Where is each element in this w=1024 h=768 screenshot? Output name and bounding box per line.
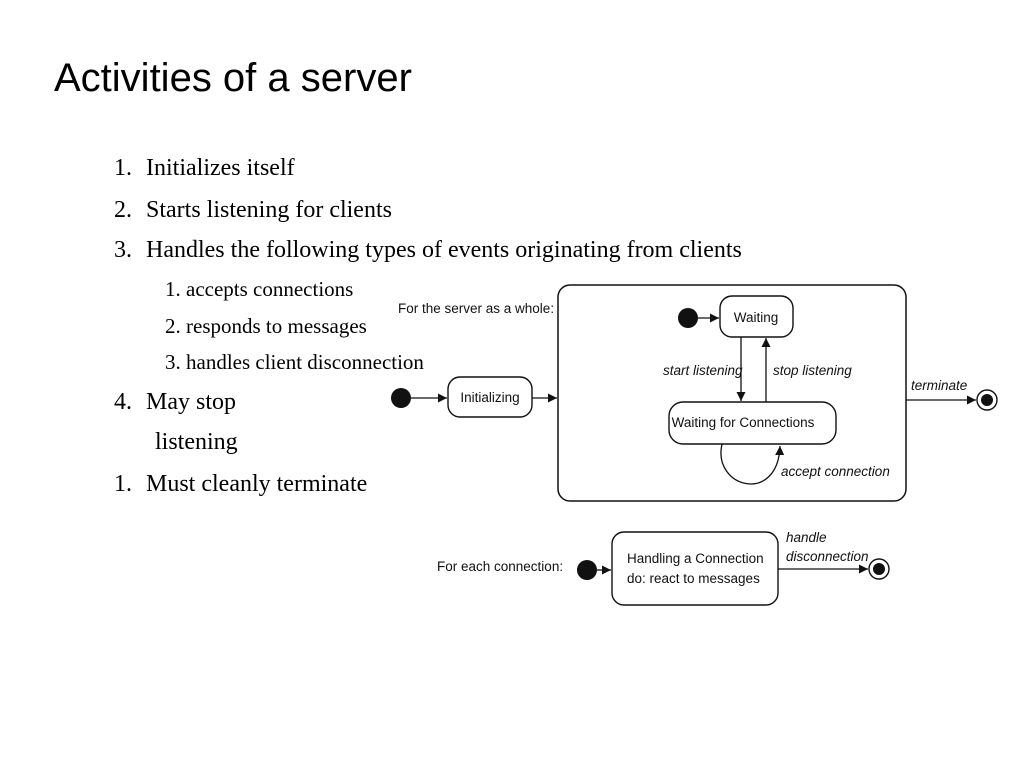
list-item-number: 1. [114, 471, 132, 497]
connection-final-inner [873, 563, 885, 575]
list-item-text: May stop [146, 389, 236, 415]
list-item-number: 2. [114, 197, 132, 223]
waiting-state [719, 295, 794, 338]
list-item-number: 1. [114, 155, 132, 181]
waiting-for-connections-state [668, 401, 837, 445]
list-item-text: Starts listening for clients [146, 197, 392, 223]
list-item-text: Must cleanly terminate [146, 471, 368, 497]
waiting-for-connections-label: Waiting for Connections [672, 415, 815, 430]
server-state-container [557, 284, 907, 502]
stop-listening-label: stop listening [773, 363, 852, 378]
list-item-4-continuation: listening [155, 429, 238, 455]
handling-connection-line1: Handling a Connection [627, 551, 764, 566]
handle-label: handle [786, 530, 827, 545]
final-state-inner [981, 394, 993, 406]
accept-connection-label: accept connection [781, 464, 890, 479]
list-item-number: 4. [114, 389, 132, 415]
initializing-state [447, 376, 533, 418]
waiting-state-label: Waiting [734, 310, 779, 325]
inner-initial-state-dot [678, 308, 698, 328]
sub-list-item-1: 1. accepts connections [165, 277, 354, 301]
connection-label: For each connection: [437, 559, 563, 574]
list-item-text: Initializes itself [146, 155, 295, 181]
initializing-state-label: Initializing [460, 390, 519, 405]
server-label: For the server as a whole: [398, 301, 554, 316]
sub-list-item-3: 3. handles client disconnection [165, 350, 424, 374]
handling-connection-line2: do: react to messages [627, 571, 760, 586]
handling-connection-state [611, 531, 779, 606]
start-listening-label: start listening [663, 363, 743, 378]
list-item-number: 3. [114, 237, 132, 263]
disconnection-label: disconnection [786, 549, 869, 564]
terminate-label: terminate [911, 378, 967, 393]
connection-initial-dot [577, 560, 597, 580]
list-item-text: Handles the following types of events or… [146, 237, 742, 263]
slide-title: Activities of a server [54, 56, 412, 100]
accept-connection-loop [720, 443, 785, 485]
initial-state-dot [391, 388, 411, 408]
sub-list-item-2: 2. responds to messages [165, 314, 367, 338]
